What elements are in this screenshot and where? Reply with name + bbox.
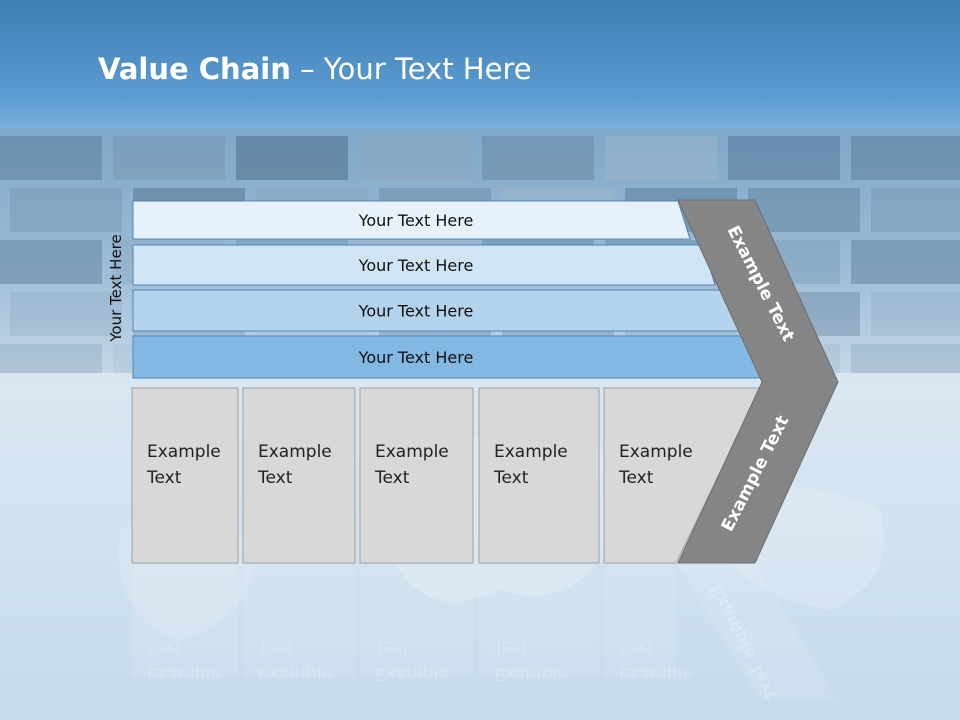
box-text-line1: Example xyxy=(147,442,221,462)
box-2 xyxy=(242,387,356,564)
title-band xyxy=(0,0,960,135)
box-reflection-text: ExampleText xyxy=(257,638,332,684)
box-3 xyxy=(359,387,474,564)
box-reflection-text: ExampleText xyxy=(618,638,693,684)
box-5 xyxy=(603,387,762,564)
bar-label-4: Your Text Here xyxy=(358,348,474,367)
box-1 xyxy=(131,387,239,564)
box-text-line2: Text xyxy=(258,468,293,488)
box-reflection-text: ExampleText xyxy=(493,638,568,684)
bar-2 xyxy=(132,244,716,286)
box-text-line1: Example xyxy=(375,442,449,462)
box-text-line2: Text xyxy=(375,468,410,488)
title-rest: – Your Text Here xyxy=(290,52,532,86)
box-text-line1: Example xyxy=(619,442,693,462)
box-text-line2: Text xyxy=(619,468,654,488)
box-text-line1: Example xyxy=(494,442,568,462)
bar-label-2: Your Text Here xyxy=(358,256,474,275)
chevron-arrow xyxy=(677,199,839,564)
title-bold: Value Chain xyxy=(98,52,291,86)
box-text-line2: Text xyxy=(147,468,182,488)
box-text-line2: Text xyxy=(494,468,529,488)
bar-1 xyxy=(132,200,691,240)
box-4 xyxy=(478,387,600,564)
box-text-line1: Example xyxy=(258,442,332,462)
page-title: Value Chain – Your Text Here xyxy=(98,52,532,86)
box-reflection-text: ExampleText xyxy=(146,638,221,684)
box-reflection-text: ExampleText xyxy=(374,638,449,684)
side-label: Your Text Here xyxy=(107,234,125,342)
bar-label-3: Your Text Here xyxy=(358,302,474,321)
bar-label-1: Your Text Here xyxy=(358,211,474,230)
